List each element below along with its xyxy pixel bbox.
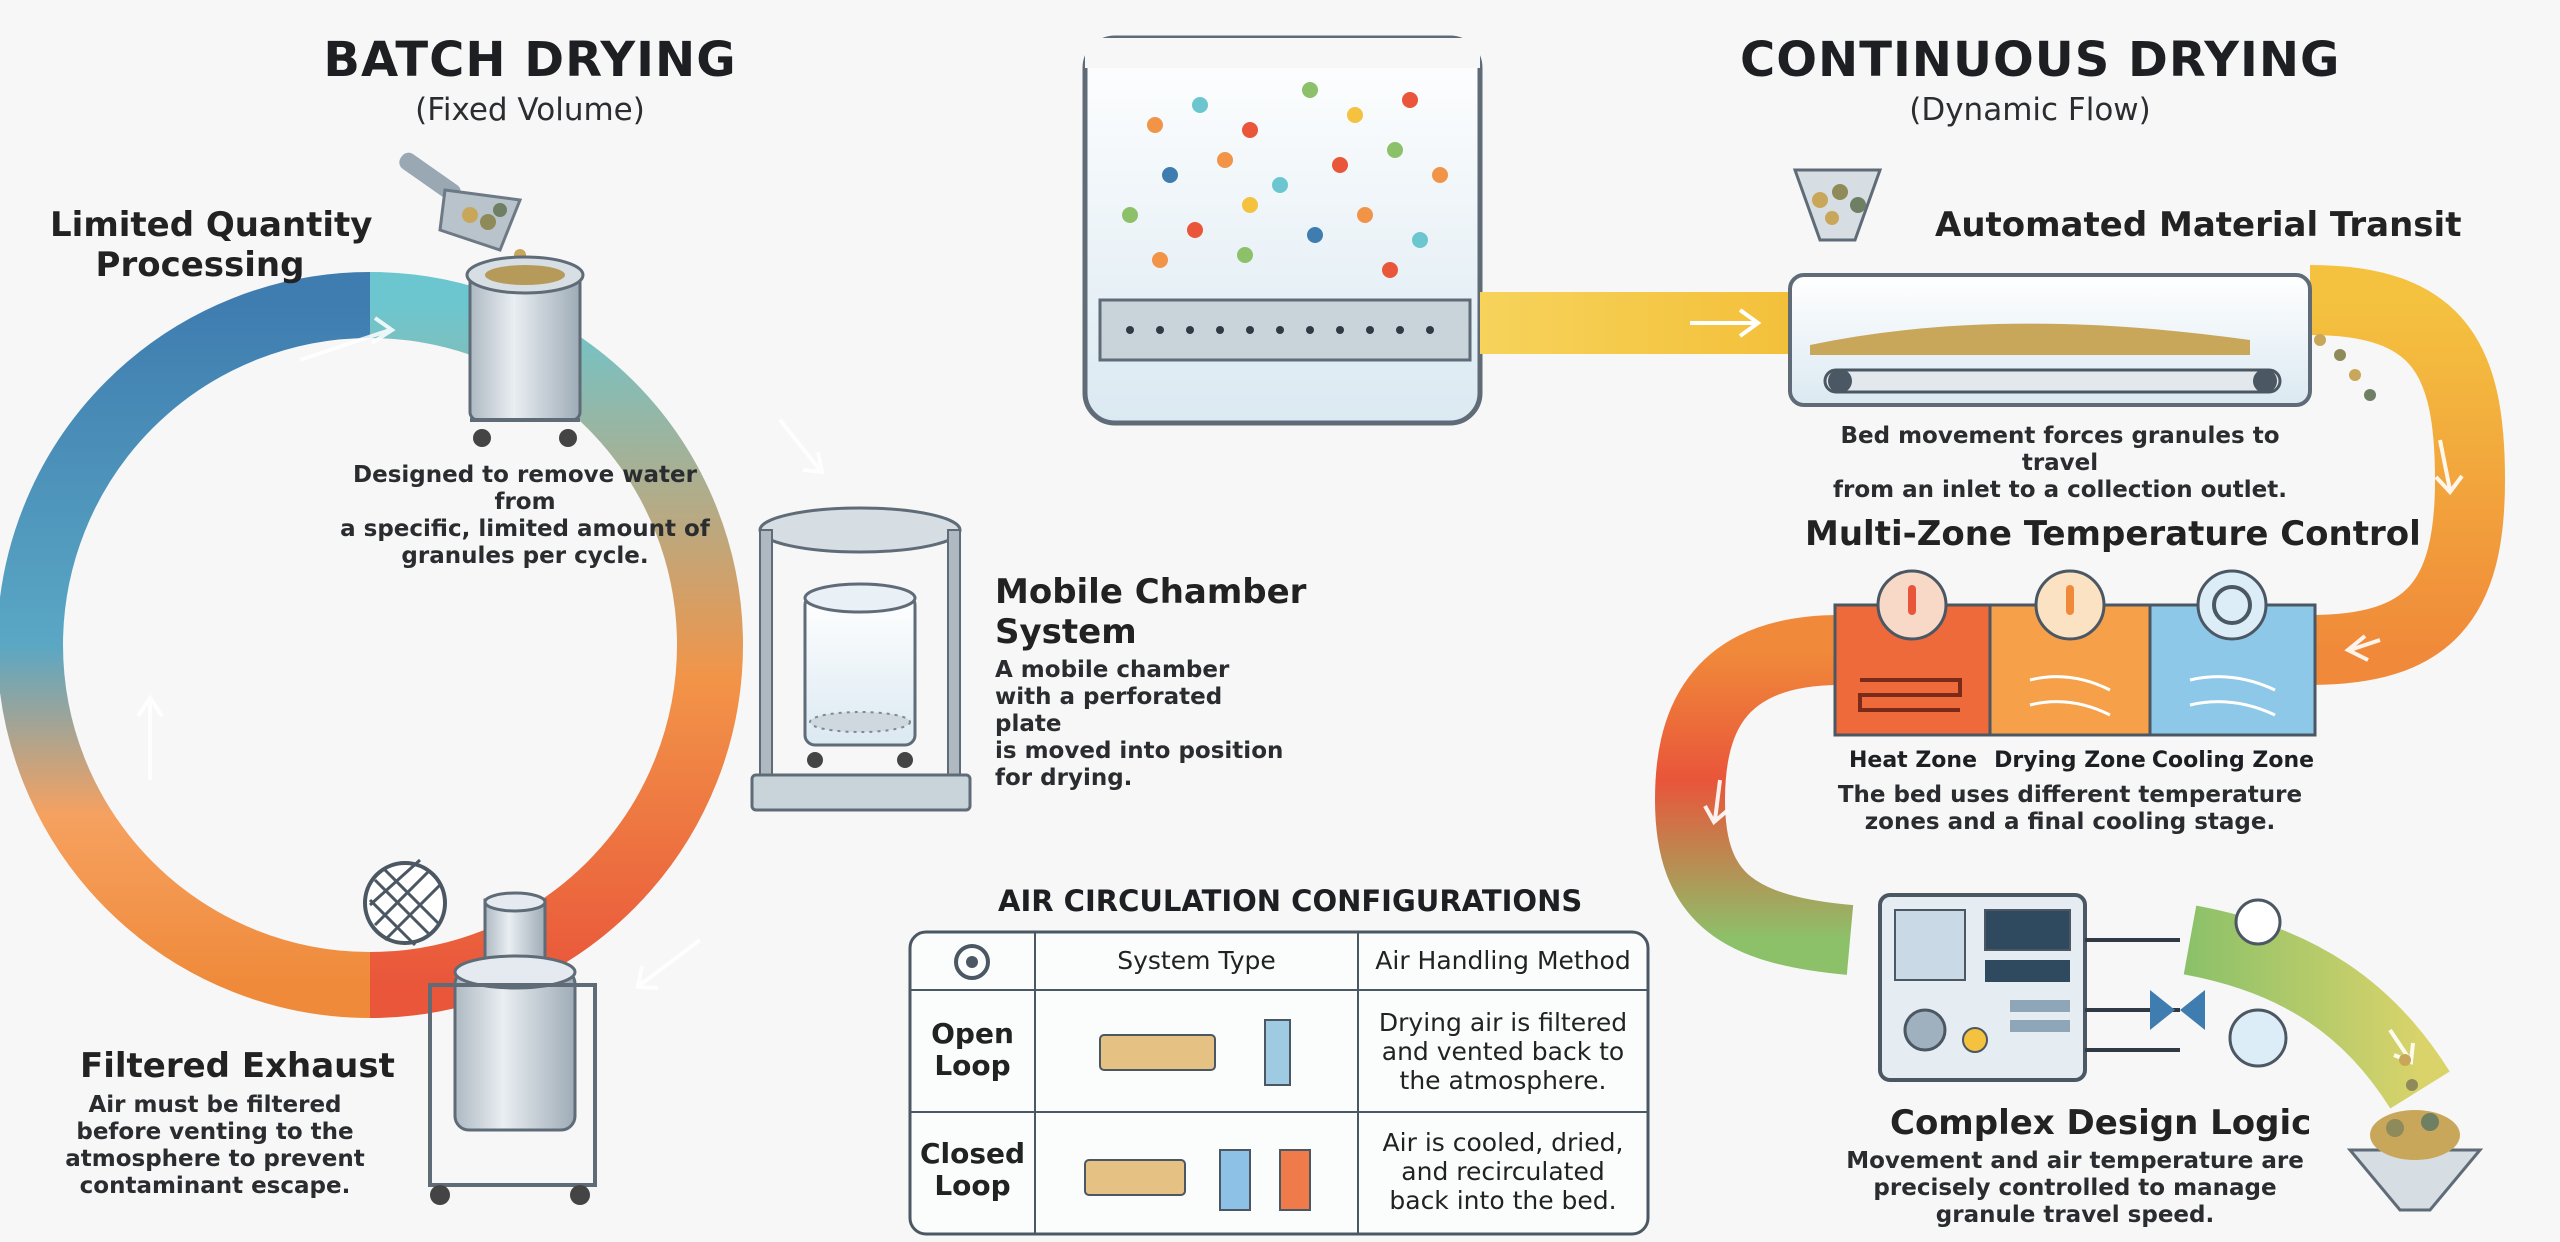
continuous-title: CONTINUOUS DRYING: [1740, 32, 2341, 88]
method-line: back into the bed.: [1389, 1186, 1617, 1215]
drying-zone-label: Drying Zone: [1994, 748, 2146, 773]
batch-dryer-container: [1082, 35, 1483, 426]
air-table-title: AIR CIRCULATION CONFIGURATIONS: [998, 884, 1583, 918]
limited-quantity-desc: Designed to remove water from a specific…: [330, 462, 720, 570]
granule-scoop-icon: [399, 152, 526, 278]
zones-label: Multi-Zone Temperature Control: [1805, 514, 2421, 554]
desc-line: before venting to the: [76, 1119, 354, 1145]
batch-subtitle: (Fixed Volume): [415, 92, 645, 128]
label-line: Mobile Chamber: [995, 572, 1307, 612]
flow-connector: [1480, 292, 1790, 354]
row-open-loop-type: Open Loop: [910, 1018, 1035, 1082]
desc-line: Bed movement forces granules to travel: [1840, 423, 2280, 476]
batch-title: BATCH DRYING: [323, 32, 737, 88]
filtered-exhaust-label: Filtered Exhaust: [80, 1046, 395, 1086]
transit-desc: Bed movement forces granules to travel f…: [1800, 423, 2320, 504]
row-closed-loop-method: Air is cooled, dried, and recirculated b…: [1358, 1128, 1648, 1215]
filtered-exhaust-desc: Air must be filtered before venting to t…: [55, 1092, 375, 1200]
transit-label: Automated Material Transit: [1935, 205, 2462, 245]
desc-line: from an inlet to a collection outlet.: [1833, 477, 2287, 503]
method-line: and vented back to: [1381, 1037, 1625, 1066]
desc-line: atmosphere to prevent: [65, 1146, 365, 1172]
cooling-zone-label: Cooling Zone: [2151, 748, 2315, 773]
label-line: Limited Quantity: [50, 205, 373, 245]
zones-desc: The bed uses different temperature zones…: [1820, 782, 2320, 836]
label-line: System: [995, 612, 1137, 652]
temperature-zones-icon: [1833, 569, 2317, 737]
method-line: and recirculated: [1401, 1157, 1605, 1186]
desc-line: a specific, limited amount of: [340, 516, 710, 542]
logic-label: Complex Design Logic: [1890, 1103, 2312, 1143]
row-closed-loop-type: Closed Loop: [910, 1138, 1035, 1202]
desc-line: The bed uses different temperature: [1837, 782, 2303, 808]
desc-line: A mobile chamber: [995, 657, 1230, 683]
air-table-grid: [908, 930, 1650, 1236]
desc-line: Air must be filtered: [88, 1092, 342, 1118]
mobile-chamber-icon: [750, 506, 972, 812]
table-header-air-handling: Air Handling Method: [1375, 946, 1631, 975]
desc-line: precisely controlled to manage: [1873, 1175, 2277, 1201]
table-header-system-type: System Type: [1117, 946, 1276, 975]
gear-icon: [954, 944, 990, 980]
type-line: Loop: [934, 1169, 1011, 1202]
mobile-chamber-desc: A mobile chamber with a perforated plate…: [995, 657, 1295, 792]
logic-desc: Movement and air temperature are precise…: [1840, 1148, 2310, 1229]
method-line: Drying air is filtered: [1378, 1008, 1628, 1037]
desc-line: contaminant escape.: [79, 1173, 351, 1199]
filtered-exhaust-tank-icon: [363, 858, 597, 1205]
desc-line: zones and a final cooling stage.: [1864, 809, 2276, 835]
continuous-subtitle: (Dynamic Flow): [1909, 92, 2151, 128]
desc-line: is moved into position: [995, 738, 1284, 764]
type-line: Loop: [934, 1049, 1011, 1082]
collection-funnel-icon: [2346, 1054, 2484, 1212]
desc-line: Movement and air temperature are: [1846, 1148, 2304, 1174]
desc-line: granule travel speed.: [1935, 1202, 2215, 1228]
desc-line: Designed to remove water from: [353, 462, 697, 515]
batch-bin-icon: [465, 255, 585, 447]
desc-line: granules per cycle.: [401, 543, 649, 569]
control-panel-icon: [1878, 893, 2288, 1082]
desc-line: for drying.: [995, 765, 1133, 791]
method-line: the atmosphere.: [1399, 1066, 1607, 1095]
desc-line: with a perforated plate: [995, 684, 1223, 737]
limited-quantity-label: Limited Quantity Processing: [50, 205, 373, 285]
heat-zone-label: Heat Zone: [1848, 748, 1977, 773]
mobile-chamber-label: Mobile Chamber System: [995, 572, 1306, 652]
method-line: Air is cooled, dried,: [1382, 1128, 1624, 1157]
conveyor-dryer-icon: [1788, 168, 2376, 407]
type-line: Open: [931, 1017, 1014, 1050]
type-line: Closed: [919, 1137, 1026, 1170]
label-line: Processing: [95, 245, 305, 285]
row-open-loop-method: Drying air is filtered and vented back t…: [1358, 1008, 1648, 1095]
